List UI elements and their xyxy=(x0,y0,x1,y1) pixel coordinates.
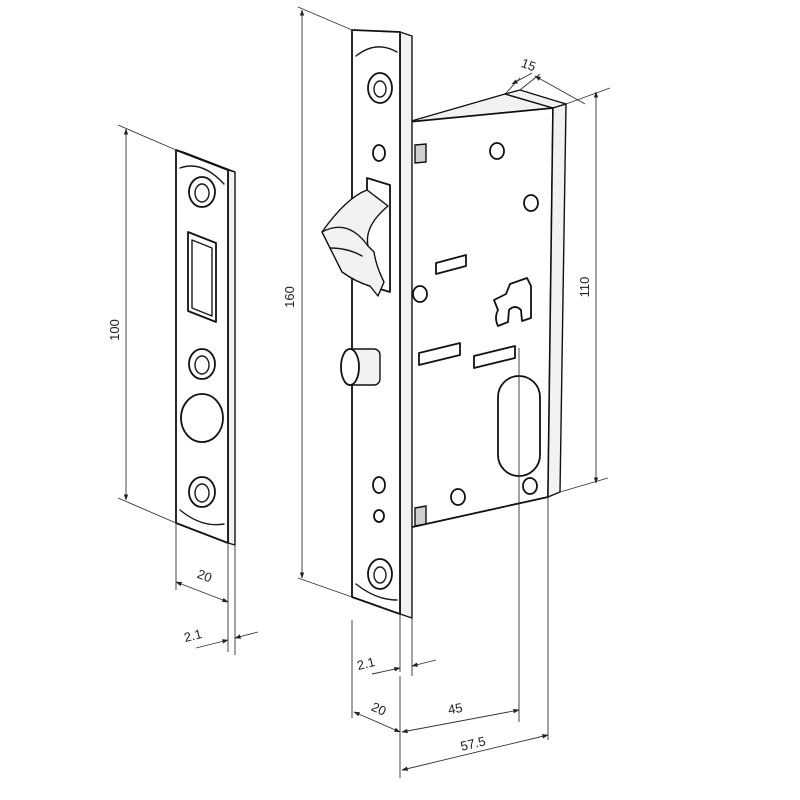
case-hole-lower xyxy=(450,488,466,506)
lock-dim-case-height-label: 110 xyxy=(577,277,592,298)
strike-bottom-screw-hole xyxy=(188,476,216,508)
strike-bolt-hole xyxy=(180,393,224,443)
lock-dim-faceplate-width: 20 xyxy=(351,620,401,738)
faceplate-lower-hole-a xyxy=(372,476,386,494)
lock-dim-total-depth-label: 57.5 xyxy=(459,733,487,753)
lock-body xyxy=(321,29,567,619)
case-hole-top xyxy=(489,142,505,160)
strike-dim-thickness-label: 2.1 xyxy=(182,626,203,645)
case-hole-right xyxy=(523,194,539,212)
lock-dim-total-depth: 57.5 xyxy=(399,497,549,778)
lock-dim-backset: 45 xyxy=(401,348,520,734)
case-hole-bottom-right xyxy=(522,477,538,495)
strike-dim-height-label: 100 xyxy=(107,319,122,341)
lock-dim-faceplate-height: 160 xyxy=(282,6,353,598)
strike-plate-side xyxy=(227,169,236,546)
faceplate-lower-hole-b xyxy=(373,509,385,523)
lock-dim-thickness: 2.1 xyxy=(355,614,437,676)
case-follower-cutout xyxy=(493,277,532,327)
faceplate xyxy=(351,29,401,615)
strike-dim-thickness: 2.1 xyxy=(182,545,259,655)
case-slot-upper xyxy=(435,254,467,275)
strike-dim-width: 20 xyxy=(175,523,229,608)
strike-dim-height: 100 xyxy=(107,124,177,524)
faceplate-top-small-hole xyxy=(372,144,386,162)
lock-dim-case-offset-label: 15 xyxy=(519,55,538,74)
strike-top-screw-hole xyxy=(188,176,216,208)
lock-dim-case-offset: 15 xyxy=(504,55,586,105)
hook-bolt xyxy=(321,189,389,297)
round-bolt xyxy=(340,348,381,386)
strike-latch-opening xyxy=(187,231,217,323)
case-slot-right xyxy=(473,345,516,369)
case-rivet-bottom-left xyxy=(414,505,427,527)
lock-dim-thickness-label: 2.1 xyxy=(355,654,376,673)
case-slot-middle xyxy=(418,342,461,366)
case-rivet-top-left xyxy=(414,143,427,164)
lock-dim-faceplate-width-label: 20 xyxy=(369,699,388,719)
faceplate-top-screw-hole xyxy=(367,72,393,104)
lock-dim-backset-label: 45 xyxy=(447,700,464,717)
faceplate-side xyxy=(399,31,413,619)
faceplate-bottom-screw-hole xyxy=(367,558,393,590)
strike-middle-screw-hole xyxy=(188,348,216,380)
strike-dim-width-label: 20 xyxy=(195,566,214,585)
lock-dim-case-height: 110 xyxy=(559,87,611,493)
strike-plate xyxy=(175,149,236,546)
lock-dim-faceplate-height-label: 160 xyxy=(282,286,297,308)
case-hole-left xyxy=(412,285,428,303)
